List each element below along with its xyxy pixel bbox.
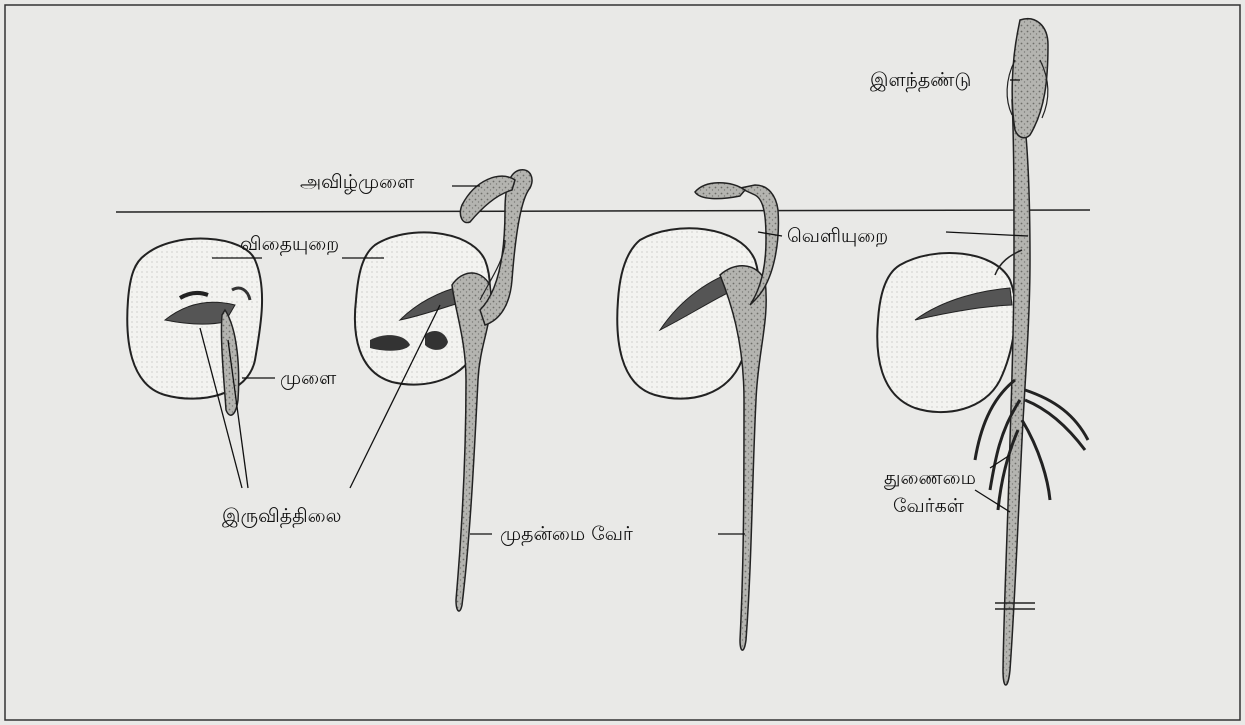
label-seed-coat: விதையுறை [240,233,339,256]
label-epicotyl-hook: அவிழ்முளை [300,171,415,194]
label-secondary-roots-1: துணைமை [884,467,976,490]
soil-surface-line [116,210,1090,212]
seedling-stage-1 [127,239,262,416]
label-young-shoot: இளந்தண்டு [870,69,971,92]
label-primary-root: முதன்மை வேர் [500,523,633,546]
seedling-stage-4 [877,19,1088,685]
label-cotyledons: இருவித்திலை [222,505,341,528]
label-seed-covering: வெளியுறை [787,225,888,247]
seedling-stage-3 [617,183,778,650]
label-plumule: முளை [280,367,337,390]
label-secondary-roots-2: வேர்கள் [893,495,965,517]
